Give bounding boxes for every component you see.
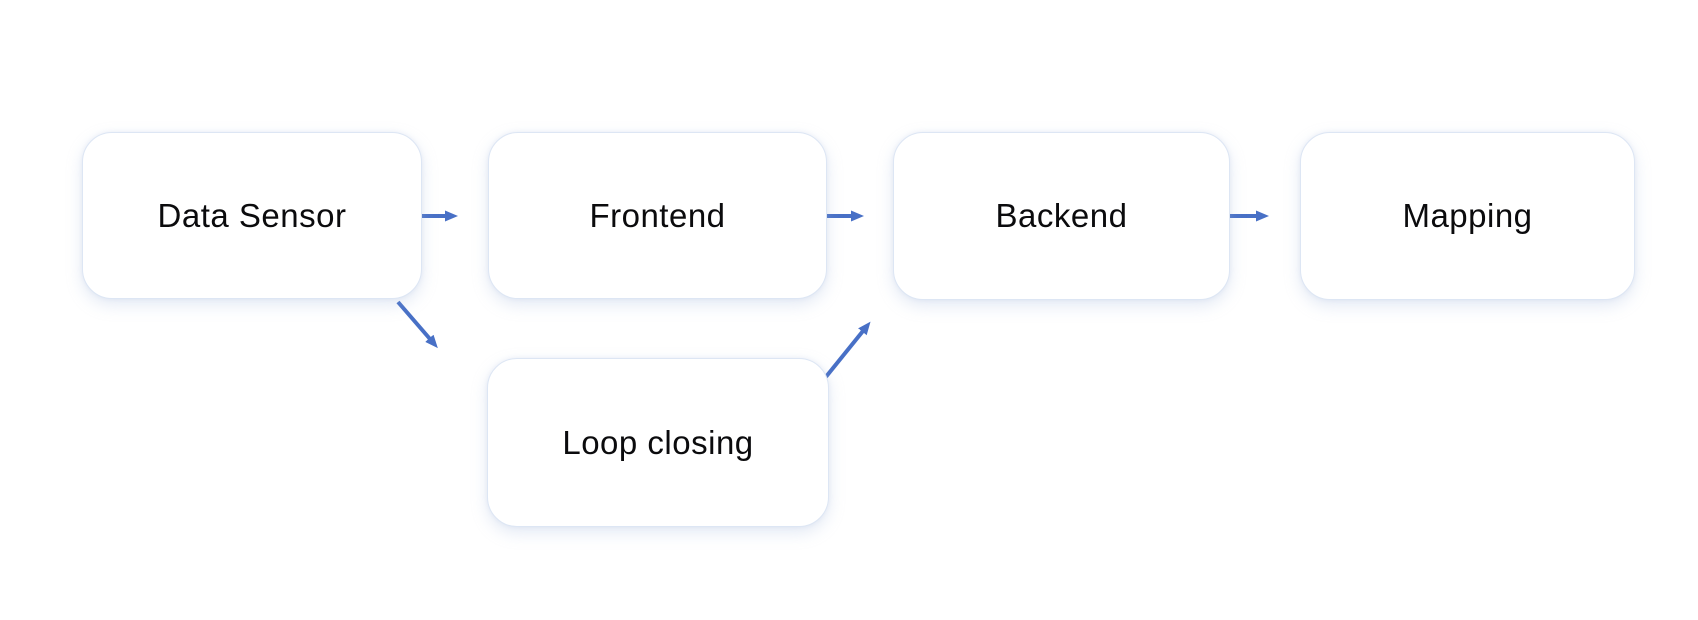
node-frontend-label: Frontend <box>589 196 726 234</box>
node-backend: Backend <box>893 132 1230 300</box>
node-data-sensor: Data Sensor <box>82 132 422 299</box>
node-loop-closing-label: Loop closing <box>562 423 754 461</box>
node-data-sensor-label: Data Sensor <box>157 196 347 234</box>
edge-data-sensor-to-loop-closing <box>396 300 438 349</box>
node-mapping-label: Mapping <box>1402 197 1533 234</box>
node-frontend: Frontend <box>488 132 827 299</box>
node-mapping: Mapping <box>1300 132 1635 300</box>
node-backend-label: Backend <box>995 197 1128 234</box>
node-loop-closing: Loop closing <box>487 358 829 527</box>
edge-loop-closing-to-backend <box>823 321 871 380</box>
